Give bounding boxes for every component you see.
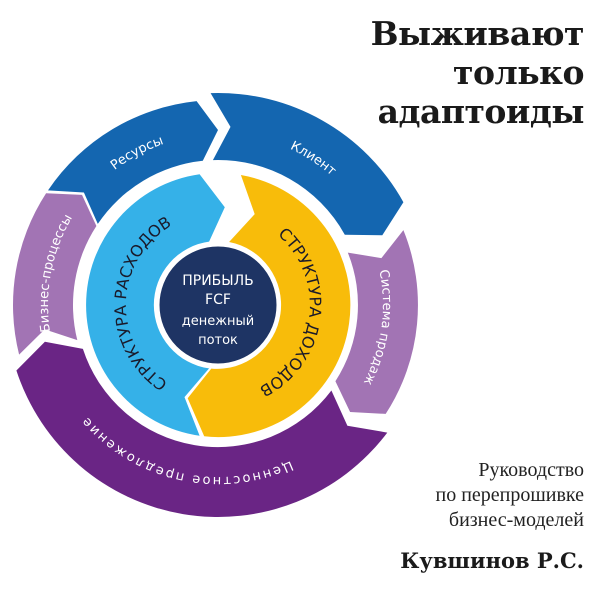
book-author: Кувшинов Р.С. [400, 548, 584, 573]
outer-segment [335, 230, 418, 414]
book-title: Выживают только адаптоиды [370, 14, 585, 131]
outer-segment [16, 341, 388, 517]
title-line: только [453, 53, 584, 92]
title-line: Выживают [370, 14, 585, 53]
subtitle-line: бизнес-моделей [448, 509, 584, 531]
subtitle-line: Руководство [478, 459, 584, 481]
center-line-flow: поток [198, 333, 238, 348]
outer-segment [48, 101, 218, 224]
center-line-profit: ПРИБЫЛЬ [182, 273, 254, 289]
inner-segment [86, 174, 225, 436]
center-circle: ПРИБЫЛЬ FCF денежный поток [156, 243, 280, 367]
inner-segment [187, 175, 351, 438]
book-subtitle: Руководство по перепрошивке бизнес-модел… [435, 458, 584, 533]
center-line-cash: денежный [182, 314, 254, 329]
subtitle-line: по перепрошивке [435, 484, 584, 506]
outer-segment [13, 193, 97, 355]
center-line-fcf: FCF [205, 292, 231, 308]
outer-segment [210, 92, 404, 236]
title-line: адаптоиды [377, 92, 585, 131]
